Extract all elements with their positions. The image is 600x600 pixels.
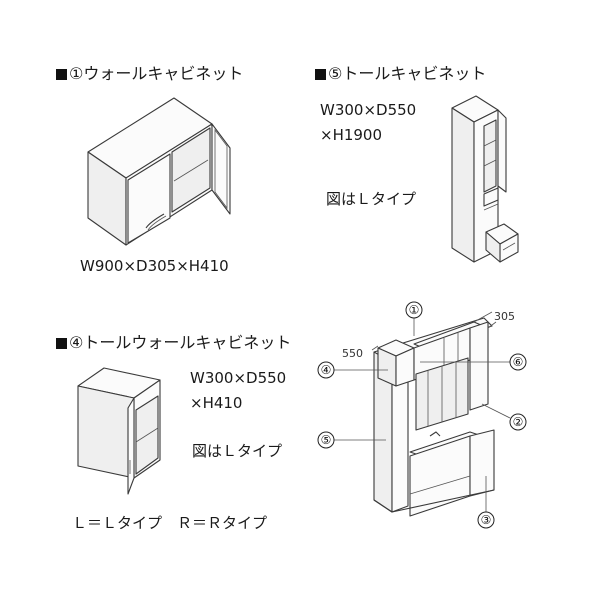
callout-5: ⑤ — [317, 431, 335, 449]
svg-text:③: ③ — [481, 513, 492, 527]
tall-cabinet-spec-line1: W300×D550 — [320, 101, 417, 119]
svg-text:④: ④ — [321, 363, 332, 377]
wall-cabinet-open-door — [211, 123, 231, 215]
tall-cabinet-note: 図はＬタイプ — [326, 190, 417, 208]
black-square-icon — [56, 338, 67, 349]
assembly-right-wall-cabinet — [469, 321, 489, 411]
callout-2: ② — [509, 413, 527, 431]
tall-cabinet-left-side — [451, 107, 475, 263]
type-legend: Ｌ＝Ｌタイプ Ｒ＝Ｒタイプ — [72, 514, 268, 532]
tall-wall-cabinet-title: ④トールウォールキャビネット — [56, 335, 291, 351]
tall-cabinet-shelf-area — [483, 119, 497, 193]
tall-wall-cabinet-left-side — [77, 385, 135, 479]
wall-cabinet-drawing — [87, 97, 231, 246]
wall-cabinet-title: ①ウォールキャビネット — [56, 66, 243, 82]
tall-wall-cabinet-drawing — [77, 367, 161, 495]
tall-wall-cabinet-note: 図はＬタイプ — [192, 442, 283, 460]
wall-cabinet-title-text: ①ウォールキャビネット — [69, 64, 244, 83]
tall-cabinet-spec-line2: ×H1900 — [320, 126, 383, 144]
svg-text:⑥: ⑥ — [513, 355, 524, 369]
wall-cabinet-interior — [171, 127, 211, 213]
callout-1: ① — [405, 301, 423, 319]
dim-depth-305: 305 — [494, 310, 515, 323]
assembly-drawing: 305 550 ① ④ ⑥ ⑤ ② — [317, 301, 527, 529]
wall-cabinet-spec: W900×D305×H410 — [80, 257, 229, 275]
wall-cabinet-handle — [145, 213, 165, 229]
svg-text:①: ① — [409, 303, 420, 317]
callout-6: ⑥ — [509, 353, 527, 371]
wall-cabinet-left-door — [127, 153, 171, 244]
tall-cabinet-title: ⑤トールキャビネット — [315, 66, 486, 82]
svg-text:⑤: ⑤ — [321, 433, 332, 447]
assembly-vanity — [409, 435, 471, 517]
black-square-icon — [56, 69, 67, 80]
callout-4: ④ — [317, 361, 335, 379]
svg-text:②: ② — [513, 415, 524, 429]
tall-wall-cabinet-title-text: ④トールウォールキャビネット — [69, 333, 292, 352]
dim-depth-550: 550 — [342, 347, 363, 360]
tall-wall-cabinet-open-door — [127, 397, 135, 495]
black-square-icon — [315, 69, 326, 80]
callout-3: ③ — [477, 511, 495, 529]
tall-wall-cabinet-spec-line2: ×H410 — [190, 394, 243, 412]
tall-wall-cabinet-spec-line1: W300×D550 — [190, 369, 287, 387]
tall-cabinet-drawing — [451, 95, 519, 263]
tall-cabinet-title-text: ⑤トールキャビネット — [328, 64, 487, 83]
